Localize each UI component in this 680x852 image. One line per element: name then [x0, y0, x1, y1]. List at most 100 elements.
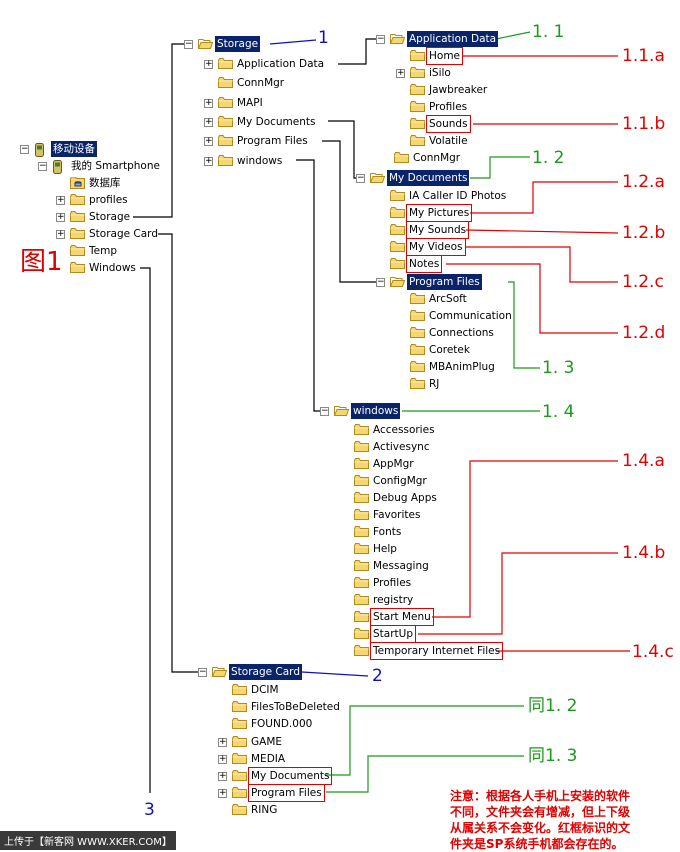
- open-folder-icon: [390, 276, 406, 287]
- expand-toggle-icon[interactable]: +: [204, 136, 213, 147]
- tree-node-label: Jawbreaker: [429, 84, 488, 96]
- tree-node-label: iSilo: [429, 67, 451, 79]
- expand-toggle-icon[interactable]: +: [204, 59, 213, 69]
- smartphone-icon: [52, 160, 67, 174]
- folder-icon: [218, 154, 233, 166]
- tree-node-label: Temporary Internet Files: [369, 642, 504, 660]
- tree-node-label: Storage: [215, 36, 261, 52]
- tree-node-label: Communication: [429, 310, 512, 322]
- folder-icon: [232, 787, 247, 799]
- database-icon: [70, 176, 85, 189]
- label-1-4: 1. 4: [542, 402, 575, 422]
- folder-icon: [70, 194, 85, 205]
- tree-node-label: registry: [373, 594, 414, 606]
- folder-icon: [218, 115, 233, 127]
- label-1-4-a: 1.4.a: [622, 451, 665, 471]
- folder-icon: [218, 58, 233, 69]
- tree-node-label: DCIM: [251, 684, 279, 696]
- tree-node-label: Notes: [405, 255, 443, 273]
- label-1-1: 1. 1: [532, 22, 565, 42]
- folder-icon: [410, 84, 425, 95]
- folder-icon: [410, 310, 425, 321]
- tree-node-label: Application Data: [407, 31, 499, 47]
- folder-icon: [390, 224, 405, 235]
- collapse-toggle-icon[interactable]: −: [38, 161, 47, 171]
- folder-icon: [354, 509, 369, 520]
- tree-node-label: Connections: [429, 327, 494, 339]
- open-folder-icon: [212, 666, 228, 677]
- expand-toggle-icon[interactable]: +: [218, 753, 227, 764]
- note-line: 从属关系不会变化。红框标识的文: [450, 821, 631, 835]
- folder-icon: [70, 211, 85, 222]
- folder-icon: [410, 118, 425, 129]
- folder-icon: [354, 594, 369, 605]
- tree-node-label: MBAnimPlug: [429, 361, 495, 373]
- tree-node-label: My Documents: [387, 170, 470, 186]
- collapse-toggle-icon[interactable]: −: [184, 39, 193, 49]
- folder-icon: [410, 293, 425, 304]
- tree-node-label: Activesync: [373, 441, 430, 453]
- expand-toggle-icon[interactable]: +: [204, 116, 213, 127]
- expand-toggle-icon[interactable]: +: [204, 155, 213, 166]
- note-line: 不同，文件夹会有增减，但上下级: [450, 805, 631, 819]
- tree-node-label: Application Data: [237, 58, 325, 70]
- folder-icon: [354, 645, 369, 656]
- tree-node-label: Volatile: [429, 135, 468, 147]
- collapse-toggle-icon[interactable]: −: [198, 667, 207, 677]
- tree-node-label: ArcSoft: [429, 293, 467, 305]
- folder-icon: [390, 241, 405, 252]
- tree-node-label: MAPI: [237, 96, 263, 109]
- folder-icon: [232, 718, 247, 730]
- tree-node-label: Program Files: [237, 135, 308, 148]
- open-folder-icon: [334, 405, 350, 416]
- expand-toggle-icon[interactable]: +: [218, 736, 227, 747]
- folder-icon: [218, 135, 233, 147]
- collapse-toggle-icon[interactable]: −: [356, 173, 365, 183]
- expand-toggle-icon[interactable]: +: [56, 212, 65, 222]
- collapse-toggle-icon[interactable]: −: [320, 406, 329, 416]
- expand-toggle-icon[interactable]: +: [396, 68, 405, 78]
- folder-icon: [218, 96, 233, 108]
- folder-icon: [410, 101, 425, 112]
- folder-icon: [232, 684, 247, 695]
- folder-icon: [354, 577, 369, 588]
- tree-node-label: Coretek: [429, 344, 470, 356]
- tree-node-label: 我的 Smartphone: [71, 160, 160, 172]
- folder-icon: [232, 701, 247, 713]
- expand-toggle-icon[interactable]: +: [56, 229, 65, 239]
- tree-node-label: Messaging: [373, 560, 429, 572]
- folder-icon: [410, 344, 425, 355]
- folder-icon: [394, 152, 409, 163]
- folder-icon: [410, 67, 425, 78]
- folder-icon: [354, 424, 369, 435]
- open-folder-icon: [390, 33, 406, 44]
- collapse-toggle-icon[interactable]: −: [376, 34, 385, 44]
- open-folder-icon: [370, 172, 386, 183]
- folder-icon: [410, 327, 425, 338]
- tree-node-label: Storage Card: [229, 664, 302, 680]
- tree-node-label: ConfigMgr: [373, 475, 427, 487]
- label-1-2-c: 1.2.c: [622, 272, 664, 292]
- expand-toggle-icon[interactable]: +: [218, 788, 227, 799]
- note-line: 注意：根据各人手机上安装的软件: [450, 789, 631, 803]
- label-1-2-a: 1.2.a: [622, 172, 665, 192]
- folder-icon: [218, 77, 233, 89]
- tree-node-label: ConnMgr: [237, 77, 285, 90]
- collapse-toggle-icon[interactable]: −: [376, 277, 385, 287]
- folder-icon: [390, 190, 405, 201]
- expand-toggle-icon[interactable]: +: [204, 97, 213, 108]
- folder-icon: [410, 361, 425, 372]
- expand-toggle-icon[interactable]: +: [218, 771, 227, 781]
- tree-node-label: ConnMgr: [413, 152, 461, 164]
- tree-node-label: My Pictures: [405, 204, 473, 222]
- folder-icon: [232, 735, 247, 747]
- folder-icon: [232, 752, 247, 764]
- tree-node-label: Program Files: [407, 274, 482, 290]
- folder-icon: [70, 262, 85, 273]
- expand-toggle-icon[interactable]: +: [56, 195, 65, 205]
- collapse-toggle-icon[interactable]: −: [20, 144, 29, 154]
- tree-node-label: Home: [425, 47, 464, 65]
- tree-node-label: Profiles: [373, 577, 412, 589]
- label-same-1-2: 同1. 2: [528, 696, 578, 716]
- device-icon: [34, 143, 49, 157]
